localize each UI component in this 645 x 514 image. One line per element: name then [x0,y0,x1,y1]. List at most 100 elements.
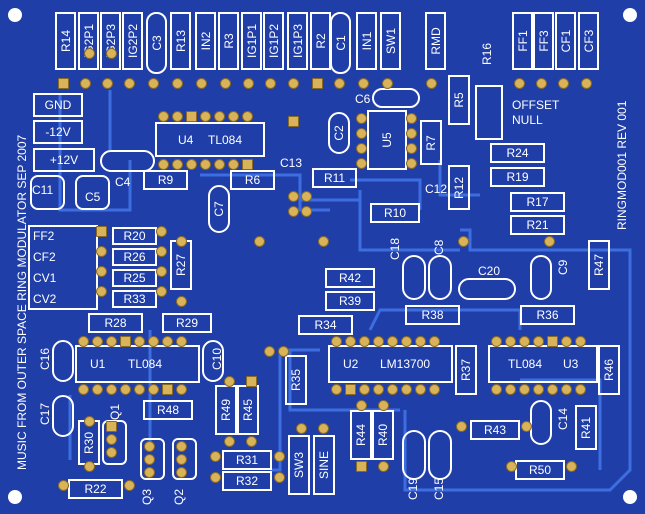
solder-pad [58,480,69,491]
resistor-r36: R36 [520,305,575,325]
header-pin-ig2p3[interactable]: IG2P3 [100,12,121,70]
solder-pad [378,400,389,411]
header-pin-ig1p2[interactable]: IG1P2 [263,12,284,70]
ic-u1-part: TL084 [128,357,163,371]
solder-pad [458,236,469,247]
mount-hole [8,8,22,22]
header-pin-cf3[interactable]: CF3 [578,12,599,70]
ic-u3-part: TL084 [508,357,543,371]
header-pin-ig2p1[interactable]: IG2P1 [78,12,99,70]
cap-c20 [458,278,516,300]
resistor-r40: R40 [372,410,394,460]
header-pin-rmd[interactable]: RMD [425,12,446,70]
solder-pad [106,421,117,432]
cap-c12-label: C12 [425,182,448,196]
trim-r16[interactable] [475,85,503,140]
power-pos12: +12V [33,148,95,172]
ic-u2-label: U2 [343,357,359,371]
solder-pad [547,384,558,395]
solder-pad [156,286,167,297]
header-pin-ff1[interactable]: FF1 [512,12,533,70]
solder-pad [186,111,197,122]
header-pin-in2[interactable]: IN2 [195,12,216,70]
solder-pad [288,191,299,202]
trim-r16-label: R16 [480,42,494,65]
transistor-q3 [140,438,165,480]
cap-c13-label: C13 [280,156,303,170]
io-label-cv2: CV2 [33,292,57,306]
switch-sw3[interactable]: SW3 [288,435,310,495]
resistor-r25: R25 [112,269,157,287]
cap-c17-label: C17 [38,402,52,425]
solder-pad [429,384,440,395]
cap-c20-label: C20 [478,264,501,278]
resistor-r21: R21 [510,215,565,235]
header-pin-c1[interactable]: C1 [330,12,351,74]
cap-c15-label: C15 [432,477,446,500]
cap-c14-label: C14 [556,407,570,430]
mount-hole [623,8,637,22]
solder-pad [429,336,440,347]
solder-pad [312,78,323,89]
header-pin-ff3[interactable]: FF3 [533,12,554,70]
header-pin-r3[interactable]: R3 [218,12,239,70]
solder-pad [406,113,417,124]
cap-c7-label: C7 [212,201,226,217]
header-pin-ig1p1[interactable]: IG1P1 [241,12,262,70]
solder-pad [84,416,95,427]
ic-u1-label: U1 [90,357,106,371]
cap-c5-label: C5 [85,190,101,204]
solder-pad [214,159,225,170]
header-pin-r13[interactable]: R13 [170,12,191,70]
solder-pad [156,266,167,277]
solder-pad [242,159,253,170]
resistor-r6: R6 [230,170,275,190]
solder-pad [144,467,155,478]
solder-pad [359,384,370,395]
solder-pad [547,336,558,347]
cap-c8-label: C8 [432,239,446,255]
solder-pad [144,454,155,465]
solder-pad [84,48,95,59]
solder-pad [406,128,417,139]
solder-pad [426,78,437,89]
solder-pad [561,336,572,347]
solder-pad [506,461,517,472]
cap-c19 [402,430,426,480]
cap-c4-label: C4 [115,175,131,189]
solder-pad [228,111,239,122]
resistor-r37: R37 [455,345,477,395]
null-label: NULL [512,113,543,127]
header-pin-c3[interactable]: C3 [146,12,167,74]
resistor-r31: R31 [222,450,272,470]
switch-sine[interactable]: SINE [313,435,335,495]
header-pin-r14[interactable]: R14 [55,12,76,70]
header-pin-r2[interactable]: R2 [310,12,331,70]
solder-pad [158,111,169,122]
ic-u4 [155,122,265,157]
header-pin-in1[interactable]: IN1 [356,12,377,70]
ic-u5-label: U5 [380,132,394,148]
resistor-r46: R46 [598,345,620,395]
cap-c16 [52,340,74,382]
solder-pad [242,111,253,122]
solder-pad [210,472,221,483]
solder-pad [78,336,89,347]
solder-pad [176,336,187,347]
solder-pad [106,447,117,458]
cap-c4 [100,150,155,172]
solder-pad [387,336,398,347]
resistor-r12: R12 [448,165,470,210]
header-pin-cf1[interactable]: CF1 [555,12,576,70]
resistor-r10: R10 [370,203,420,223]
header-pin-sw1[interactable]: SW1 [380,12,401,70]
ic-u3 [488,345,598,383]
resistor-r9: R9 [143,170,188,190]
header-pin-ig2p2[interactable]: IG2P2 [122,12,143,70]
cap-c8 [428,255,452,300]
header-pin-ig1p3[interactable]: IG1P3 [287,12,308,70]
solder-pad [92,384,103,395]
cap-c5 [75,175,110,210]
solder-pad [373,336,384,347]
solder-pad [519,384,530,395]
